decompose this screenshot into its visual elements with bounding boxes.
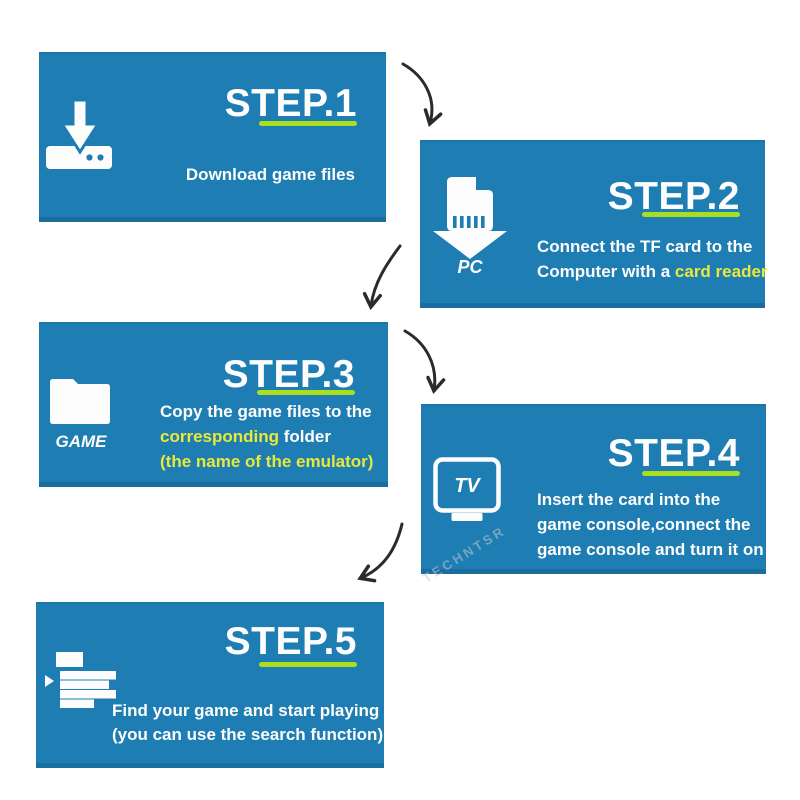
step-caption: Connect the TF card to the Computer with… (537, 234, 768, 284)
step-caption: Find your game and start playing (you ca… (112, 699, 383, 747)
arrow-step1-to-step2 (401, 62, 443, 127)
arrow-step2-to-step3 (362, 244, 402, 311)
highlighted-text: corresponding (160, 427, 280, 446)
tv-label: TV (454, 475, 481, 497)
step-title: STEP.4 (607, 432, 740, 475)
caption-line: Insert the card into the (537, 490, 721, 509)
caption-line: (the name of the emulator) (160, 452, 374, 471)
tf-card-icon (447, 177, 493, 231)
step-title: STEP.1 (224, 82, 357, 125)
step-card-3: GAME STEP.3 Copy the game files to the c… (39, 322, 388, 487)
step-title: STEP.2 (607, 175, 740, 218)
caption-line: Copy the game files to the (160, 402, 372, 421)
arrow-step4-to-step5 (357, 522, 404, 583)
step-card-2: PC STEP.2 Connect the TF card to the Com… (420, 140, 768, 308)
arrow-step3-to-step4 (403, 329, 446, 395)
pc-label: PC (457, 257, 483, 277)
download-icon (46, 98, 112, 169)
step-title: STEP.3 (222, 353, 355, 396)
arrow-down-icon (433, 231, 507, 259)
caption-line: Connect the TF card to the (537, 237, 753, 256)
game-list-icon (45, 652, 116, 708)
step-title-underline (642, 471, 740, 476)
cursor-triangle-icon (45, 675, 54, 687)
step-caption: Insert the card into the game console,co… (537, 487, 764, 562)
tv-icon: TV (433, 457, 501, 521)
folder-icon (50, 379, 110, 424)
step-caption: Copy the game files to the corresponding… (160, 399, 373, 474)
caption-line: game console,connect the (537, 515, 751, 534)
step-card-4: TV STEP.4 Insert the card into the game … (421, 404, 766, 574)
caption-line: Computer with a card reader (537, 262, 768, 281)
step-caption: Download game files (185, 165, 355, 184)
step-title-underline (259, 662, 357, 667)
caption-line: corresponding folder (160, 427, 331, 446)
caption-line: Find your game and start playing (112, 701, 380, 720)
step-card-5: STEP.5 Find your game and start playing … (36, 602, 384, 768)
step-card-1: STEP.1 Download game files (39, 52, 386, 222)
highlighted-text: card reader (674, 262, 768, 281)
caption-line: game console and turn it on (537, 540, 764, 559)
caption-line: (you can use the search function) (112, 725, 384, 744)
step-title-underline (642, 212, 740, 217)
step-title: STEP.5 (224, 620, 357, 663)
game-label: GAME (55, 432, 107, 451)
step-title-underline (257, 390, 355, 395)
step-title-underline (259, 121, 357, 126)
